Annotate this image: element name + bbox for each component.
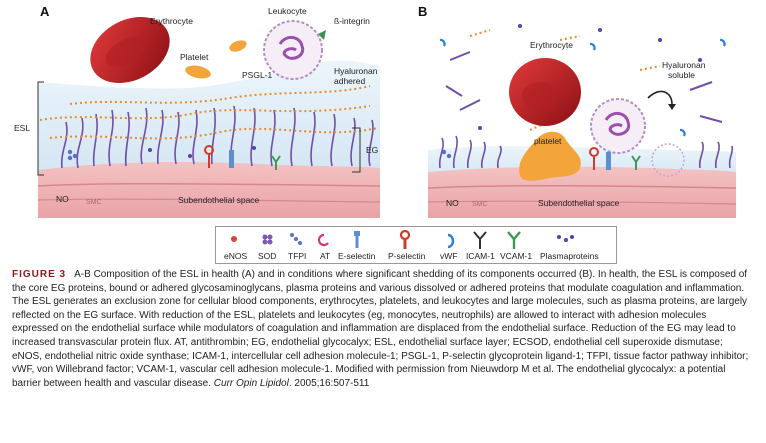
psgl1-label: PSGL-1 — [242, 70, 273, 80]
vcam-icon — [507, 231, 521, 249]
esl-layer — [38, 60, 380, 175]
legend-label-enos: eNOS — [224, 251, 247, 261]
legend-box: eNOS SOD TFPI AT E-selectin P-selectin v… — [215, 226, 617, 264]
erythrocyte-label: Erythrocyte — [150, 16, 193, 26]
caption-text: A-B Composition of the ESL in health (A)… — [12, 269, 749, 389]
b-integrin-label: ß-integrin — [334, 16, 370, 26]
vwf-icon — [447, 233, 455, 249]
plasmaproteins-icon — [557, 235, 574, 242]
legend-label-vwf: vWF — [440, 251, 457, 261]
endothelium-b — [428, 166, 736, 218]
endothelium — [38, 162, 380, 218]
hyaluronan-chains — [39, 85, 379, 140]
icam-icon — [473, 231, 487, 249]
legend-svg: eNOS SOD TFPI AT E-selectin P-selectin v… — [224, 229, 599, 261]
e-selectin-icon — [354, 231, 360, 248]
vcam-icon — [271, 155, 281, 170]
enos-icon — [231, 236, 237, 242]
legend-label-vcam: VCAM-1 — [500, 251, 532, 261]
panel-a-label: A — [40, 4, 50, 19]
legend-label-at: AT — [320, 251, 330, 261]
sod-icon — [262, 234, 273, 245]
p-selectin-icon — [399, 229, 411, 249]
figure-number: FIGURE 3 — [12, 269, 67, 280]
glycocalyx-strands-b — [438, 135, 734, 169]
hyaluronan-label-b1: Hyaluronan — [662, 60, 706, 70]
caption-citation: . 2005;16:507-511 — [288, 377, 370, 389]
panel-a: A — [14, 4, 381, 218]
legend-label-e-selectin: E-selectin — [338, 251, 376, 261]
legend-label-tfpi: TFPI — [288, 251, 306, 261]
subendothelial-label-a: Subendothelial space — [178, 195, 260, 205]
platelet-label-b: platelet — [534, 136, 562, 146]
platelet-icon — [185, 65, 211, 79]
subendothelial-label-b: Subendothelial space — [538, 198, 620, 208]
panel-b-label: B — [418, 4, 427, 19]
legend-label-sod: SOD — [258, 251, 276, 261]
platelet-icon-b — [519, 131, 581, 181]
at-icon — [317, 233, 329, 247]
hyaluronan-label-2: adhered — [334, 76, 365, 86]
tfpi-icon — [290, 233, 302, 245]
legend-label-p-selectin: P-selectin — [388, 251, 426, 261]
hyaluronan-label-b2: soluble — [668, 70, 695, 80]
legend-label-plasmaproteins: Plasmaproteins — [540, 251, 599, 261]
leukocyte-label: Leukocyte — [268, 6, 307, 16]
caption-journal: Curr Opin Lipidol — [213, 377, 289, 389]
erythrocyte-label-b: Erythrocyte — [530, 40, 573, 50]
legend-label-icam: ICAM-1 — [466, 251, 495, 261]
no-label-b: NO — [446, 198, 459, 208]
eg-label: EG — [366, 145, 378, 155]
esl-label: ESL — [14, 123, 30, 133]
panel-b: B — [418, 4, 737, 218]
platelet-label: Platelet — [180, 52, 209, 62]
smc-label-a: SMC — [86, 199, 102, 206]
e-selectin-icon — [229, 150, 234, 168]
figure-illustration: A — [14, 4, 737, 218]
hyaluronan-label-1: Hyaluronan — [334, 66, 378, 76]
no-label-a: NO — [56, 194, 69, 204]
smc-label-b: SMC — [472, 201, 488, 208]
shed-fragments — [439, 24, 726, 137]
